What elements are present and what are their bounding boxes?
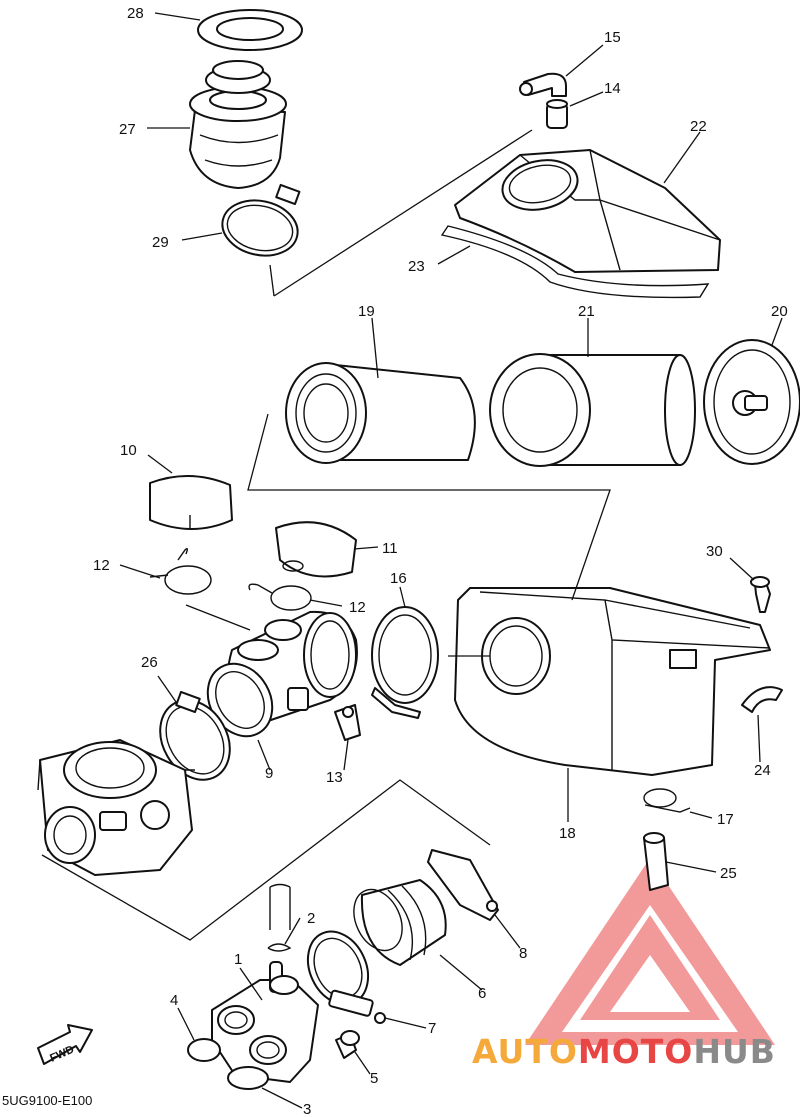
part-5-bolt bbox=[335, 1030, 360, 1059]
callout-21: 21 bbox=[578, 303, 595, 320]
callout-4: 4 bbox=[170, 992, 178, 1009]
part-16-clamp bbox=[371, 606, 439, 719]
watermark-moto: MOTO bbox=[578, 1032, 693, 1071]
callout-12-left: 12 bbox=[93, 557, 110, 574]
fwd-arrow-icon: FWD bbox=[37, 1024, 93, 1065]
part-13-fitting bbox=[334, 704, 361, 741]
callout-10: 10 bbox=[120, 442, 137, 459]
callout-2: 2 bbox=[307, 910, 315, 927]
part-19-filter-element bbox=[285, 362, 476, 464]
callout-3: 3 bbox=[303, 1101, 311, 1117]
association-lines bbox=[41, 129, 611, 941]
callout-14: 14 bbox=[604, 80, 621, 97]
part-27-intake-duct bbox=[189, 60, 287, 189]
part-20-end-cap bbox=[703, 339, 800, 465]
part-17-clip bbox=[643, 788, 691, 813]
part-9-intake-joint bbox=[206, 610, 358, 738]
callout-29: 29 bbox=[152, 234, 169, 251]
part-30-bolt bbox=[750, 576, 771, 613]
watermark-auto: AUTO bbox=[472, 1032, 578, 1071]
watermark-text: AUTOMOTOHUB bbox=[472, 1032, 776, 1071]
callout-5: 5 bbox=[370, 1070, 378, 1087]
part-28-seal bbox=[197, 9, 303, 51]
watermark-hub: HUB bbox=[693, 1032, 776, 1071]
part-7-clamp bbox=[306, 930, 386, 1024]
part-2-clip bbox=[267, 883, 292, 952]
callout-13: 13 bbox=[326, 769, 343, 786]
callout-27: 27 bbox=[119, 121, 136, 138]
diagram-code: 5UG9100-E100 bbox=[2, 1093, 92, 1108]
callout-11: 11 bbox=[382, 540, 398, 557]
part-29-clamp bbox=[221, 183, 301, 257]
part-6-boot bbox=[353, 879, 447, 966]
callout-30: 30 bbox=[706, 543, 723, 560]
callout-15: 15 bbox=[604, 29, 621, 46]
part-21-filter-element bbox=[489, 353, 696, 467]
callout-22: 22 bbox=[690, 118, 707, 135]
callout-8: 8 bbox=[519, 945, 527, 962]
callout-9: 9 bbox=[265, 765, 273, 782]
callout-24: 24 bbox=[754, 762, 771, 779]
part-24-clip bbox=[741, 686, 783, 713]
leader-lines bbox=[119, 12, 783, 1109]
callout-17: 17 bbox=[717, 811, 734, 828]
part-25-hose bbox=[643, 832, 669, 891]
part-12-spring-clip-a bbox=[149, 547, 212, 595]
part-10-cap bbox=[149, 475, 233, 530]
part-3-gasket bbox=[227, 1066, 269, 1090]
callout-23: 23 bbox=[408, 258, 425, 275]
callout-labels: 28 27 29 15 14 22 23 19 21 20 10 11 12 1… bbox=[93, 5, 788, 1117]
part-22-airbox-cover bbox=[454, 149, 721, 273]
callout-1: 1 bbox=[234, 951, 242, 968]
callout-16: 16 bbox=[390, 570, 407, 587]
callout-20: 20 bbox=[771, 303, 788, 320]
callout-6: 6 bbox=[478, 985, 486, 1002]
part-12-spring-clip-b bbox=[248, 583, 312, 611]
part-26-clamp bbox=[159, 691, 231, 781]
callout-25: 25 bbox=[720, 865, 737, 882]
carburetor-assembly bbox=[37, 739, 195, 876]
callout-18: 18 bbox=[559, 825, 576, 842]
part-4-o-ring bbox=[187, 1038, 221, 1062]
part-11-cap bbox=[275, 521, 357, 578]
watermark-logo bbox=[525, 858, 775, 1045]
part-23-seal bbox=[440, 225, 710, 299]
part-8-clamp bbox=[427, 849, 499, 921]
callout-19: 19 bbox=[358, 303, 375, 320]
callout-26: 26 bbox=[141, 654, 158, 671]
part-15-elbow-fitting bbox=[519, 72, 567, 97]
part-1-manifold bbox=[211, 961, 319, 1083]
part-14-grommet bbox=[546, 99, 568, 129]
part-18-air-box bbox=[454, 587, 771, 776]
callout-12-right: 12 bbox=[349, 599, 366, 616]
callout-28: 28 bbox=[127, 5, 144, 22]
callout-7: 7 bbox=[428, 1020, 436, 1037]
